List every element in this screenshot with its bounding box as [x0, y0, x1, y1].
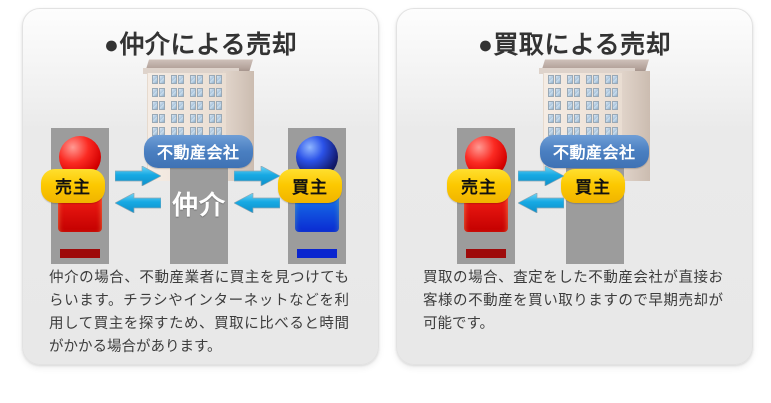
- brokerage-diagram: 仲介 不動産会社 売主 買主: [23, 53, 378, 264]
- seller-badge-brokerage: 売主: [41, 169, 105, 203]
- buyer-base: [297, 249, 337, 258]
- arrow-buyer-to-agent: [234, 193, 280, 213]
- building-roof-edge: [539, 68, 635, 74]
- direct-purchase-diagram: 不動産会社 買主 売主: [397, 53, 752, 264]
- arrow-agent-to-buyer: [234, 166, 280, 186]
- company-badge-brokerage: 不動産会社: [144, 135, 253, 168]
- company-badge-direct: 不動産会社: [540, 135, 649, 168]
- arrow-company-to-seller: [518, 193, 564, 213]
- arrow-seller-to-agent: [115, 166, 161, 186]
- panel-direct-purchase-title: ●買取による売却: [477, 31, 672, 59]
- buyer-badge-brokerage: 買主: [278, 169, 342, 203]
- seller-base: [466, 249, 506, 258]
- building-roof-edge: [143, 68, 239, 74]
- building-windows: [148, 75, 226, 166]
- brokerage-caption: 仲介の場合、不動産業者に買主を見つけてもらいます。チラシやインターネットなどを利…: [49, 270, 349, 355]
- panel-brokerage-title: ●仲介による売却: [103, 31, 298, 59]
- panel-direct-purchase: ●買取による売却: [396, 8, 753, 365]
- seller-badge-direct: 売主: [447, 169, 511, 203]
- direct-purchase-caption: 買取の場合、査定をした不動産会社が直接お客様の不動産を買い取りますので早期売却が…: [423, 270, 723, 332]
- arrow-seller-to-company: [518, 166, 564, 186]
- seller-base: [60, 249, 100, 258]
- seller-column: [457, 128, 515, 264]
- agent-column-label: 仲介: [171, 190, 226, 220]
- panel-brokerage: ●仲介による売却: [22, 8, 379, 365]
- buyer-badge-direct: 買主: [561, 169, 625, 203]
- arrow-agent-to-seller: [115, 193, 161, 213]
